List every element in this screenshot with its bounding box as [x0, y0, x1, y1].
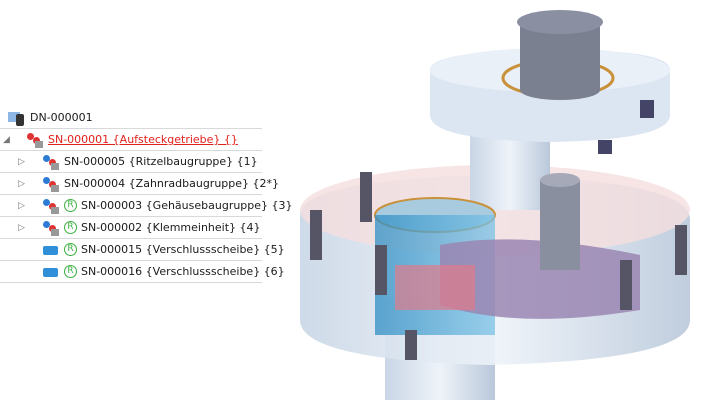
shaft — [540, 180, 580, 270]
tree-item[interactable]: ▷ R SN-000002 {Klemmeinheit} {4} — [0, 217, 262, 239]
tree-item-label: SN-000001 {Aufsteckgetriebe} {} — [48, 133, 238, 146]
tree-item-label: SN-000016 {Verschlussscheibe} {6} — [81, 265, 285, 278]
expand-toggle[interactable]: ▷ — [18, 200, 25, 211]
top-cap-face — [517, 10, 603, 34]
tree-root[interactable]: DN-000001 — [0, 107, 262, 129]
top-cap-bottom — [520, 80, 600, 100]
assembly-icon — [42, 176, 60, 192]
tree-item-label: SN-000002 {Klemmeinheit} {4} — [81, 221, 261, 234]
tree-item-label: SN-000005 {Ritzelbaugruppe} {1} — [64, 155, 258, 168]
assembly-icon — [42, 198, 60, 214]
tree-item[interactable]: ▷ R SN-000003 {Gehäusebaugruppe} {3} — [0, 195, 293, 217]
tree-item-label: SN-000003 {Gehäusebaugruppe} {3} — [81, 199, 293, 212]
part-icon — [42, 242, 60, 258]
shaft-top — [540, 173, 580, 187]
released-icon: R — [64, 243, 77, 256]
released-icon: R — [64, 265, 77, 278]
released-icon: R — [64, 199, 77, 212]
structure-tree: DN-000001 ◢ SN-000001 {Aufsteckgetriebe} … — [0, 107, 293, 283]
expand-toggle[interactable]: ▷ — [18, 156, 25, 167]
gear — [440, 239, 640, 319]
assembly-icon — [26, 132, 44, 148]
tree-item-label: SN-000015 {Verschlussscheibe} {5} — [81, 243, 285, 256]
assembly-icon — [42, 220, 60, 236]
top-cap — [520, 25, 600, 90]
part-icon — [42, 264, 60, 280]
expand-toggle[interactable]: ▷ — [18, 222, 25, 233]
document-folder-icon — [8, 110, 26, 126]
3d-model-view[interactable] — [280, 0, 715, 405]
tree-item[interactable]: R SN-000015 {Verschlussscheibe} {5} — [0, 239, 285, 261]
tree-item[interactable]: ◢ SN-000001 {Aufsteckgetriebe} {} — [0, 129, 262, 151]
tree-item[interactable]: R SN-000016 {Verschlussscheibe} {6} — [0, 261, 285, 283]
expand-toggle[interactable]: ▷ — [18, 178, 25, 189]
tree-item[interactable]: ▷ SN-000004 {Zahnradbaugruppe} {2*} — [0, 173, 279, 195]
bolts — [310, 100, 687, 360]
pinion-teeth — [395, 265, 475, 310]
tree-item[interactable]: ▷ SN-000005 {Ritzelbaugruppe} {1} — [0, 151, 262, 173]
tree-root-label: DN-000001 — [30, 111, 93, 124]
assembly-icon — [42, 154, 60, 170]
collapse-toggle[interactable]: ◢ — [3, 134, 10, 145]
released-icon: R — [64, 221, 77, 234]
tree-item-label: SN-000004 {Zahnradbaugruppe} {2*} — [64, 177, 280, 190]
